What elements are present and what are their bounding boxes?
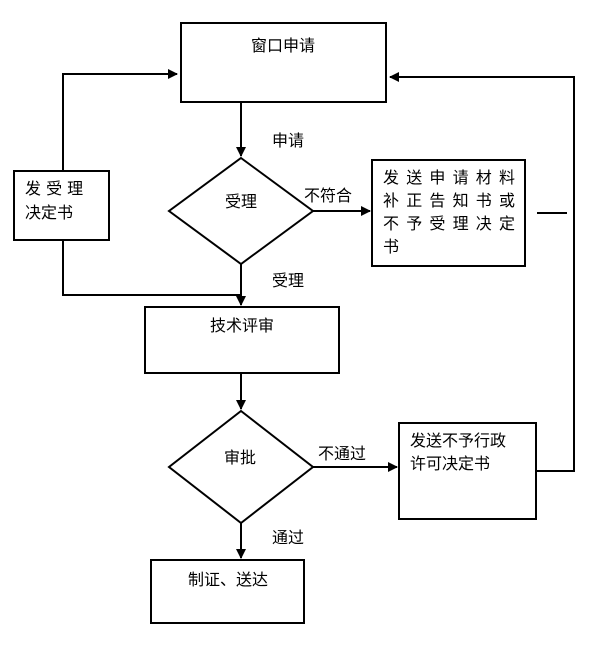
reject-notice-line-4: 书 xyxy=(383,237,399,256)
arrow-accept-doc-to-apply xyxy=(62,69,178,171)
edge-label-not-passed: 不通过 xyxy=(318,444,366,463)
edge-label-passed: 通过 xyxy=(272,528,304,547)
edge-label-apply: 申请 xyxy=(272,131,304,150)
arrow-return-to-apply xyxy=(389,72,575,472)
tech-review-box xyxy=(144,306,340,374)
accept-decision-label: 受理 xyxy=(225,192,257,211)
line-accept-doc-merge xyxy=(62,240,241,296)
issue-accept-doc-line-2: 决定书 xyxy=(25,203,73,222)
issue-accept-doc-line-1: 发 受 理 xyxy=(25,179,83,198)
window-apply-label: 窗口申请 xyxy=(251,36,315,55)
window-apply-box xyxy=(180,22,387,103)
tech-review-label: 技术评审 xyxy=(210,316,274,335)
accept-decision-diamond xyxy=(167,156,315,266)
approval-decision-label: 审批 xyxy=(224,448,256,467)
refuse-license-line-2: 许可决定书 xyxy=(410,454,490,473)
issue-deliver-label: 制证、送达 xyxy=(188,570,268,589)
refuse-license-line-1: 发送不予行政 xyxy=(410,431,506,450)
issue-deliver-box xyxy=(150,559,305,624)
issue-accept-doc-box xyxy=(13,170,110,241)
reject-notice-box xyxy=(371,159,526,267)
edge-label-accepted: 受理 xyxy=(272,271,304,290)
edge-label-not-compliant: 不符合 xyxy=(304,186,352,205)
approval-decision-diamond xyxy=(167,409,315,525)
